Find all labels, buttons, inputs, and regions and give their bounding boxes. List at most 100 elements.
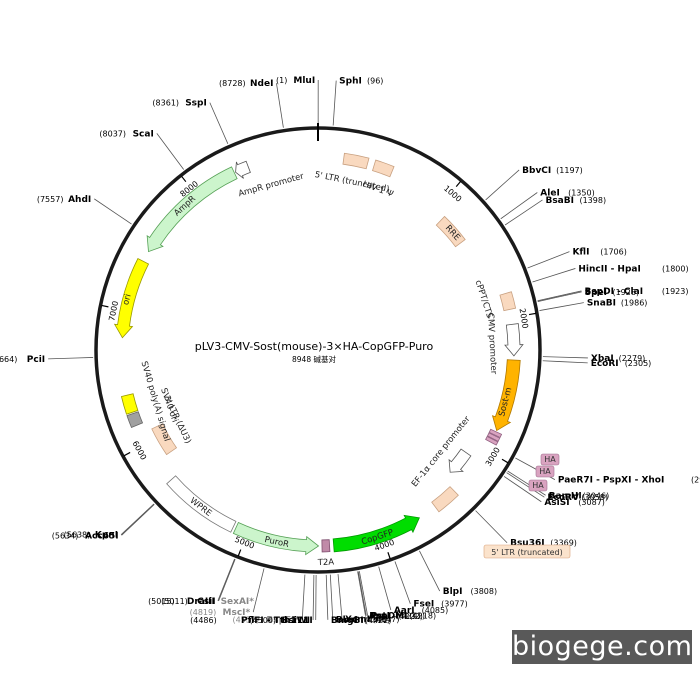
- site-position: (1398): [579, 196, 606, 205]
- site-name: AhdI: [68, 195, 91, 205]
- site-position: (4211): [398, 611, 425, 620]
- site-leader: [325, 574, 329, 620]
- site-leader: [394, 561, 411, 604]
- site-leader: [358, 571, 368, 616]
- site-leader: [504, 199, 543, 226]
- site-scai: ScaI(8037): [99, 129, 185, 170]
- site-position: (7557): [37, 195, 64, 204]
- site-position: (4486): [190, 616, 217, 625]
- ltr5-feature: [342, 152, 370, 170]
- scale-tick: [501, 458, 509, 464]
- site-bspei-: BspEI*(4557): [232, 574, 306, 626]
- site-leader: [419, 550, 441, 592]
- site-acc65i: Acc65I(5634): [52, 504, 155, 541]
- site-position: (3977): [441, 600, 468, 609]
- site-position: (5638): [64, 531, 91, 540]
- site-name: MscI*: [223, 608, 251, 618]
- site-hincii-hpai: HincII - HpaI(1800): [532, 264, 689, 283]
- site-leader: [332, 80, 337, 126]
- site-alei: AleI (1350): [500, 188, 595, 220]
- site-name: PaeR7I - PspXI - XhoI: [558, 476, 664, 486]
- site-xbai: XbaI(2279): [542, 354, 645, 364]
- site-name: EcoRI: [591, 359, 619, 369]
- scale-tick: [123, 451, 131, 457]
- ori-label: ori: [121, 293, 134, 306]
- site-bbvci: BbvCI (1197): [485, 166, 583, 201]
- site-name: MluI: [293, 76, 315, 86]
- site-name: BsiWI: [281, 616, 310, 626]
- site-leader: [503, 476, 542, 503]
- site-asisi: AsiSI(3087): [503, 476, 605, 508]
- site-leader: [500, 192, 538, 220]
- rre-feature: [435, 215, 466, 248]
- site-position: (3369): [550, 539, 577, 548]
- site-bspdi-clai: BspDI - ClaI (1923): [537, 287, 689, 302]
- site-position: (4819): [190, 608, 217, 617]
- site-apai: ApaI(4222): [357, 571, 423, 622]
- site-position: (4085): [422, 606, 449, 615]
- site-position: (1800): [662, 264, 689, 273]
- site-leader: [357, 571, 366, 616]
- site-position: (1197): [556, 166, 583, 175]
- ha-tag-box-1: [540, 453, 560, 466]
- site-psti: PstI (4211): [358, 571, 425, 621]
- site-xcmi: XcmI(4347): [337, 574, 400, 625]
- site-position: (5011): [161, 597, 188, 606]
- ha-tags: HA HA HA: [528, 453, 560, 492]
- site-leader: [301, 574, 306, 620]
- site-name: FseI: [413, 600, 434, 610]
- site-leader: [252, 568, 265, 613]
- site-leader: [378, 566, 392, 611]
- site-bmgbi: BmgBI(4422): [325, 574, 392, 626]
- site-ecori: EcoRI(2305): [542, 359, 651, 369]
- site-bsiwi: BsiWI (4500): [249, 574, 315, 626]
- ampr-feature: [146, 166, 238, 253]
- t2a-feature: [321, 539, 331, 553]
- site-name: BspEI*: [266, 616, 299, 626]
- ampr-promoter-label: AmpR promoter: [237, 171, 305, 199]
- site-name: PflFI - Tth111I: [241, 616, 313, 626]
- site-leader: [357, 571, 367, 616]
- site-position: (4347): [373, 615, 400, 624]
- ltr5-trunc-feature: [431, 486, 459, 513]
- site-name: BmgBI: [331, 616, 364, 626]
- site-leader: [121, 504, 155, 536]
- site-position: (1350): [568, 188, 595, 197]
- site-position: (2950): [691, 476, 700, 485]
- site-name: AarI: [394, 606, 415, 616]
- site-name: BbsI: [336, 616, 358, 626]
- site-name: AleI: [540, 188, 560, 198]
- site-pcii: PciI(6664): [0, 355, 94, 365]
- site-leader: [209, 102, 229, 145]
- site-position: (1923): [662, 287, 689, 296]
- scale-tick: [181, 175, 187, 183]
- site-name: BamHI: [549, 491, 582, 501]
- site-position: (4500): [249, 616, 276, 625]
- ltr5-box-label: 5' LTR (truncated): [491, 548, 562, 557]
- site-name: SnaBI: [587, 299, 616, 309]
- site-name: Bsu36I: [510, 539, 545, 549]
- ha-tag-box-2: [535, 465, 555, 478]
- site-position: (4396): [364, 616, 391, 625]
- ltr3-feature: [151, 423, 178, 456]
- site-leader: [485, 169, 520, 201]
- wpre-feature: [166, 475, 237, 533]
- ltr5-box: [483, 544, 571, 559]
- scale-tick: [528, 312, 537, 316]
- site-position: (4422): [365, 616, 392, 625]
- sv40-ori-feature: [126, 411, 144, 429]
- t2a-label: T2A: [317, 558, 335, 569]
- site-sphi: SphI(96): [332, 77, 383, 126]
- ori-feature: [113, 258, 150, 339]
- site-leader: [542, 360, 588, 364]
- site-name: BbvCI: [522, 166, 551, 176]
- site-bsu36i: Bsu36I (3369): [475, 510, 577, 549]
- site-position: (1928): [612, 288, 639, 297]
- puror-feature: [232, 521, 320, 556]
- site-name: BspDI - ClaI: [584, 287, 643, 297]
- scale-tick: [101, 304, 109, 308]
- site-leader: [527, 251, 570, 269]
- site-name: PstI: [371, 611, 390, 621]
- site-position: (1706): [600, 248, 627, 257]
